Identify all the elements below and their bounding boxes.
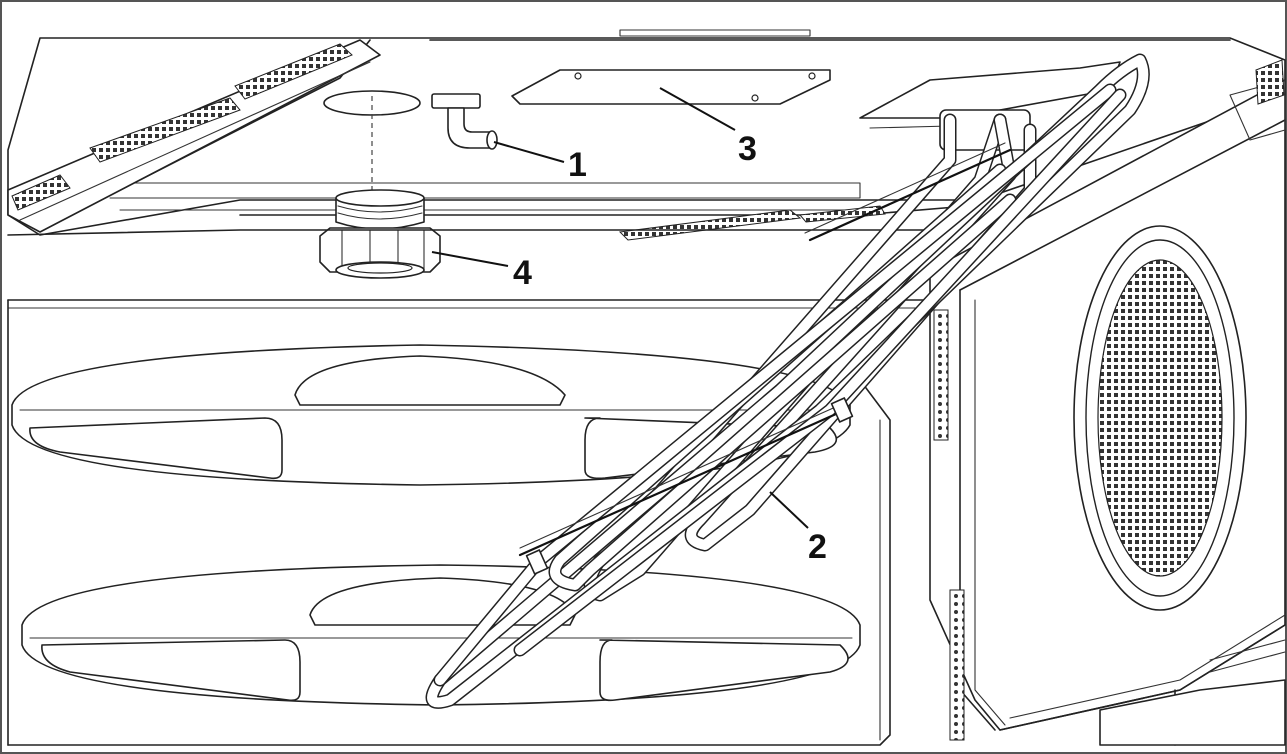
ceiling-center-vent-2 xyxy=(799,205,886,223)
ceiling-center-vent xyxy=(618,209,802,241)
hex-nut-icon xyxy=(319,189,441,279)
cavity-back-wall xyxy=(7,229,941,746)
callout-label-2: 2 xyxy=(808,528,827,566)
callout-label-4: 4 xyxy=(513,254,532,292)
side-vent-lower xyxy=(949,589,965,741)
callout-label-1: 1 xyxy=(568,146,587,184)
callout-2: 2 xyxy=(769,491,827,566)
cover-plate-3 xyxy=(511,69,831,105)
heating-element-2 xyxy=(425,53,1150,709)
ceiling-hole xyxy=(323,90,421,116)
callout-3: 3 xyxy=(659,87,757,168)
callout-4: 4 xyxy=(431,251,532,292)
fan-grille xyxy=(1073,225,1247,611)
callout-label-3: 3 xyxy=(738,130,757,168)
elbow-connector-icon xyxy=(431,93,498,150)
side-vent-upper xyxy=(933,309,949,441)
callout-1: 1 xyxy=(493,141,587,184)
left-ceiling-vent xyxy=(7,39,381,233)
